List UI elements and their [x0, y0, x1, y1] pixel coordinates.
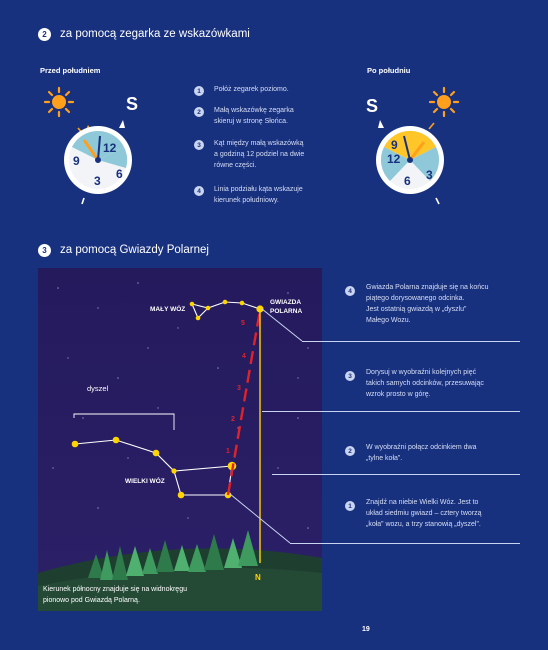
gwiazda-polarna-label-2: POLARNA	[270, 308, 303, 315]
step-number: 4	[194, 186, 204, 196]
wielki-woz-label: WIELKI WÓZ	[125, 478, 165, 485]
polaris-star	[256, 305, 264, 313]
little-dipper-stars	[189, 299, 245, 321]
afternoon-clock-illustration: 12 9 6 3 S	[366, 86, 460, 205]
clock-three-pm: 3	[426, 168, 433, 182]
connector-line-1	[290, 543, 520, 544]
step-line: „tylne koła”.	[366, 455, 403, 462]
step-line: takich samych odcinków, przesuwając	[366, 380, 484, 387]
step-line: skieruj w stronę Słońca.	[214, 118, 288, 125]
step-line: Dorysuj w wyobraźni kolejnych pięć	[366, 369, 477, 376]
maly-woz-label: MAŁY WÓZ	[150, 306, 186, 313]
trees	[88, 530, 258, 580]
step-line: a godziną 12 podziel na dwie	[214, 151, 305, 158]
pointer-dashed-line	[226, 309, 262, 496]
step-number: 1	[194, 86, 204, 96]
step-line: Znajdź na niebie Wielki Wóz. Jest to	[366, 499, 479, 506]
caption-line: pionowo pod Gwiazdą Polarną.	[43, 597, 140, 604]
step-line: układ siedmiu gwiazd – cztery tworzą	[366, 510, 482, 517]
section-2-badge: 2	[38, 28, 51, 41]
segment-2: 2	[231, 416, 235, 423]
step-text: Znajdź na niebie Wielki Wóz. Jest to ukł…	[366, 497, 516, 530]
south-letter-morning: S	[126, 94, 138, 114]
step-text: Dorysuj w wyobraźni kolejnych pięć takic…	[366, 367, 516, 400]
step-line: piątego dorysowanego odcinka.	[366, 295, 465, 302]
clock-nine-pm: 9	[391, 138, 398, 152]
step-number: 1	[345, 501, 355, 511]
sun-icon	[43, 86, 75, 118]
dyszel-label: dyszel	[87, 384, 109, 393]
step-text: Gwiazda Polarna znajduje się na końcu pi…	[366, 282, 516, 326]
step-text: W wyobraźni połącz odcinkiem dwa „tylne …	[366, 442, 516, 464]
step-line: Gwiazda Polarna znajduje się na końcu	[366, 284, 489, 291]
south-letter-afternoon: S	[366, 96, 378, 116]
clock-twelve: 12	[103, 141, 117, 155]
section-3-badge: 3	[38, 244, 51, 257]
step-line: równe części.	[214, 162, 257, 169]
step-line: Kąt między małą wskazówką	[214, 140, 304, 147]
clock-six: 6	[116, 167, 123, 181]
step-text: Małą wskazówkę zegarka skieruj w stronę …	[214, 105, 342, 127]
gwiazda-polarna-label-1: GWIAZDA	[270, 299, 302, 306]
night-sky-illustration: 5 4 3 2 1 N MAŁY WÓZ GWIAZDA POLARNA dys…	[38, 268, 322, 611]
sun-icon	[428, 86, 460, 118]
segment-5: 5	[241, 320, 245, 327]
step-number: 3	[194, 140, 204, 150]
page-number: 19	[362, 626, 370, 633]
dyszel-bracket	[73, 413, 175, 430]
connector-line-4	[302, 341, 520, 342]
step-line: Małego Wozu.	[366, 317, 411, 324]
step-text: Linia podziału kąta wskazuje kierunek po…	[214, 184, 342, 206]
clock-six-pm: 6	[404, 174, 411, 188]
clock-three: 3	[94, 174, 101, 188]
morning-label: Przed południem	[40, 66, 101, 75]
step-line: Linia podziału kąta wskazuje	[214, 186, 303, 193]
section-2-title: za pomocą zegarka ze wskazówkami	[60, 28, 250, 40]
morning-clock-illustration: 12 9 3 6 S	[43, 86, 138, 205]
step-line: „koła” wozu, a trzy stanowią „dyszel”.	[366, 521, 481, 528]
clock-twelve-pm: 12	[387, 152, 401, 166]
afternoon-label: Po południu	[367, 66, 411, 75]
step-line: Małą wskazówkę zegarka	[214, 107, 294, 114]
step-text: Kąt między małą wskazówką a godziną 12 p…	[214, 138, 342, 171]
caption-line: Kierunek północny znajduje się na widnok…	[43, 586, 187, 593]
step-line: W wyobraźni połącz odcinkiem dwa	[366, 444, 477, 451]
step-line: kierunek południowy.	[214, 197, 279, 204]
connector-line-2	[272, 474, 520, 475]
connector-line-3	[262, 411, 520, 412]
step-number: 2	[345, 446, 355, 456]
segment-4: 4	[242, 353, 246, 360]
background-stars	[52, 282, 309, 529]
step-text: Połóż zegarek poziomo.	[214, 84, 342, 95]
step-line: wzrok prosto w górę.	[366, 391, 431, 398]
step-number: 3	[345, 371, 355, 381]
step-number: 4	[345, 286, 355, 296]
north-marker: N	[255, 573, 261, 582]
step-number: 2	[194, 107, 204, 117]
segment-1: 1	[226, 448, 230, 455]
segment-3: 3	[237, 385, 241, 392]
north-caption: Kierunek północny znajduje się na widnok…	[43, 584, 187, 606]
step-line: Jest ostatnią gwiazdą w „dyszlu”	[366, 306, 467, 313]
step-line: Połóż zegarek poziomo.	[214, 86, 289, 93]
section-3-title: za pomocą Gwiazdy Polarnej	[60, 244, 209, 256]
clock-nine: 9	[73, 154, 80, 168]
